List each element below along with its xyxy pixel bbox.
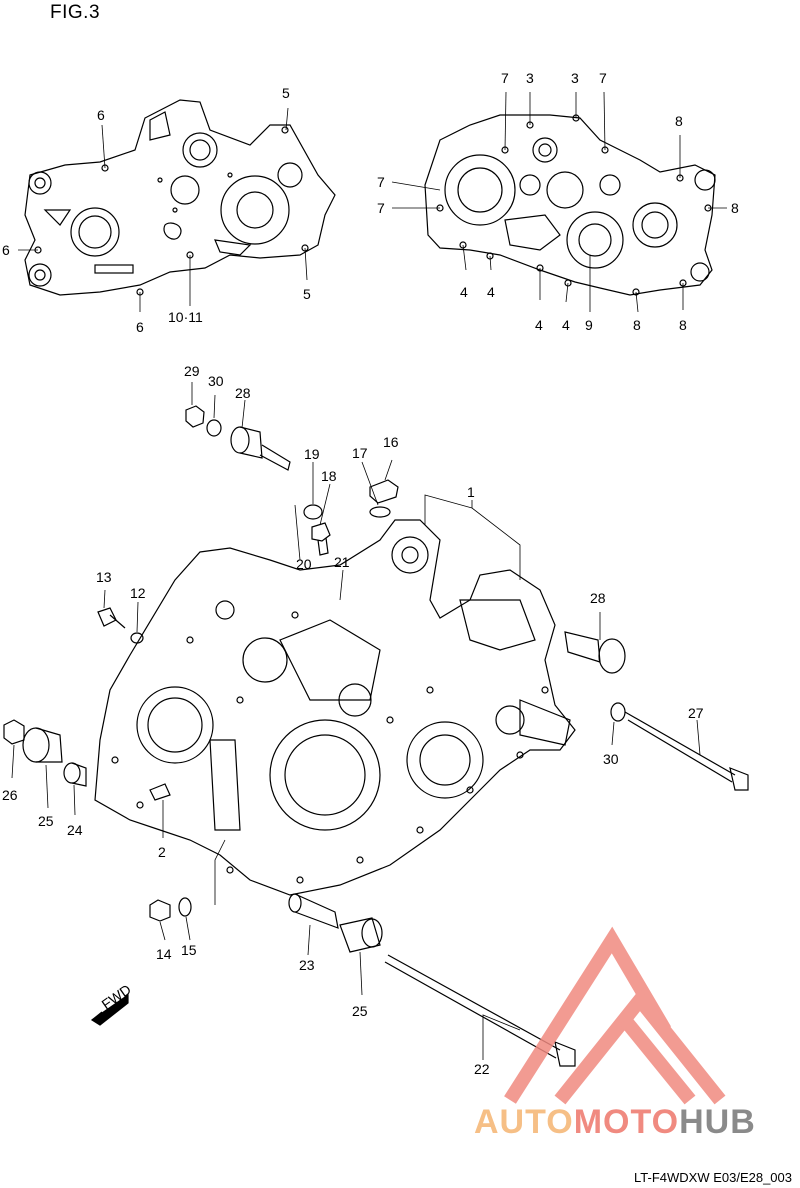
callout: 14 xyxy=(156,946,172,962)
pin-23 xyxy=(288,893,339,929)
callout: 10·11 xyxy=(168,309,203,325)
callout: 17 xyxy=(352,445,368,461)
switch-13 xyxy=(97,607,126,629)
callout: 8 xyxy=(633,317,641,333)
callout: 8 xyxy=(679,317,687,333)
main-crankcase-assembly xyxy=(94,519,576,896)
watermark-moto: MOTO xyxy=(573,1103,680,1141)
cap-16 xyxy=(369,479,399,504)
callout: 30 xyxy=(603,751,619,767)
callout: 20 xyxy=(296,556,312,572)
callout: 4 xyxy=(535,317,543,333)
bolt-27 xyxy=(624,711,749,791)
callout: 13 xyxy=(96,569,112,585)
left-crankcase-half xyxy=(24,99,336,296)
bolt-18 xyxy=(311,522,331,556)
fwd-arrow-icon xyxy=(90,993,129,1026)
callout: 21 xyxy=(334,554,350,570)
callout: 30 xyxy=(208,373,224,389)
callout-labels: 1 2 3 3 4 4 4 4 5 5 6 6 6 7 7 7 7 8 8 8 … xyxy=(2,70,739,1077)
callout: 24 xyxy=(67,822,83,838)
callout: 23 xyxy=(299,957,315,973)
bearing-25-bottom xyxy=(339,917,383,953)
figure-title: FIG.3 xyxy=(50,2,101,23)
callout: 4 xyxy=(460,284,468,300)
collar-24 xyxy=(63,762,87,787)
watermark-auto: AUTO xyxy=(474,1103,574,1141)
callout: 25 xyxy=(38,813,54,829)
watermark-hub: HUB xyxy=(679,1103,756,1141)
callout: 25 xyxy=(352,1003,368,1019)
callout: 6 xyxy=(136,319,144,335)
bearing-25-left xyxy=(22,727,63,763)
callout: 6 xyxy=(97,107,105,123)
callout: 7 xyxy=(599,70,607,86)
callout: 8 xyxy=(675,113,683,129)
callout: 7 xyxy=(377,200,385,216)
bolt-22 xyxy=(384,954,576,1067)
callout: 4 xyxy=(487,284,495,300)
callout: 1 xyxy=(467,484,475,500)
dowel-2 xyxy=(149,783,171,801)
washer-30-right xyxy=(610,702,626,722)
plug-14 xyxy=(149,899,171,922)
callout: 5 xyxy=(282,85,290,101)
oring-17 xyxy=(369,506,391,518)
right-crankcase-half xyxy=(424,114,716,296)
callout: 12 xyxy=(130,585,146,601)
watermark-logo-icon xyxy=(504,926,726,1105)
callout: 28 xyxy=(235,385,251,401)
callout: 22 xyxy=(474,1061,490,1077)
callout: 19 xyxy=(304,446,320,462)
callout: 29 xyxy=(184,363,200,379)
callout: 9 xyxy=(585,317,593,333)
callout: 28 xyxy=(590,590,606,606)
oring-12 xyxy=(130,632,144,644)
callout: 2 xyxy=(158,844,166,860)
callout: 3 xyxy=(526,70,534,86)
nut-26 xyxy=(3,719,25,745)
callout: 6 xyxy=(2,242,10,258)
callout: 27 xyxy=(688,705,704,721)
callout: 15 xyxy=(181,942,197,958)
figure-code: LT-F4WDXW E03/E28_003 xyxy=(634,1170,792,1185)
bearing-28-top xyxy=(230,426,291,471)
callout: 26 xyxy=(2,787,18,803)
washer-19 xyxy=(303,504,323,520)
washer-30-top xyxy=(206,419,222,437)
callout: 16 xyxy=(383,434,399,450)
watermark-text: AUTOMOTOHUB xyxy=(474,1103,756,1142)
callout: 4 xyxy=(562,317,570,333)
callout: 8 xyxy=(731,200,739,216)
callout: 7 xyxy=(377,174,385,190)
washer-15 xyxy=(178,897,192,917)
callout: 18 xyxy=(321,468,337,484)
callout: 3 xyxy=(571,70,579,86)
callout: 7 xyxy=(501,70,509,86)
bearing-28-right xyxy=(564,631,626,674)
nut-29 xyxy=(185,405,205,428)
callout: 5 xyxy=(303,286,311,302)
